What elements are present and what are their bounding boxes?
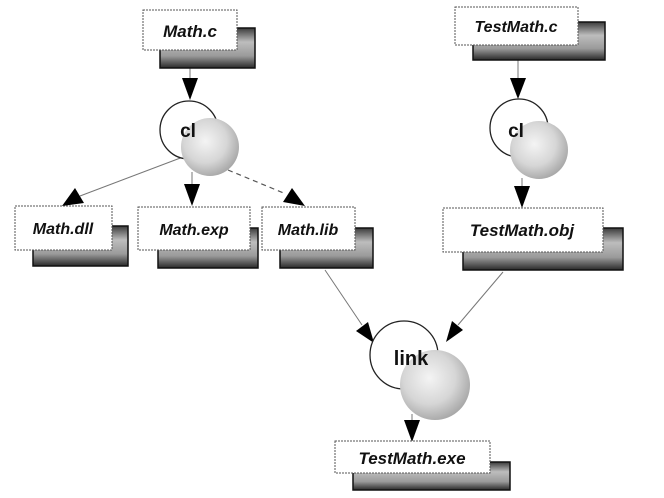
- file-node-testmath-obj: TestMath.obj: [442, 207, 624, 271]
- node-box: [334, 440, 491, 474]
- node-label-math-exp: Math.exp: [159, 222, 229, 239]
- node-box: [442, 207, 604, 253]
- arrowhead: [184, 184, 200, 206]
- process-node-link: link: [369, 320, 470, 420]
- arrowhead: [283, 188, 305, 206]
- edge-testmathobj-to-link: [457, 271, 504, 326]
- file-node-testmath-c: TestMath.c: [454, 6, 606, 61]
- arrowhead: [356, 322, 374, 343]
- process-node-cl-right: cl: [489, 98, 568, 179]
- process-sphere: [181, 118, 239, 176]
- edge-cl-to-mathlib: [227, 169, 287, 195]
- node-label-math-dll: Math.dll: [33, 221, 94, 238]
- arrowhead: [510, 78, 526, 99]
- node-label-testmath-c: TestMath.c: [475, 19, 558, 36]
- arrowhead: [514, 186, 530, 208]
- edge-cl-to-mathdll: [79, 156, 184, 197]
- arrowhead: [182, 78, 198, 100]
- node-label-testmath-obj: TestMath.obj: [470, 221, 575, 240]
- edges: [62, 60, 530, 442]
- process-sphere: [510, 121, 568, 179]
- file-node-math-exp: Math.exp: [137, 206, 259, 269]
- node-box: [261, 206, 356, 251]
- arrowhead: [62, 188, 84, 206]
- file-node-math-lib: Math.lib: [261, 206, 374, 269]
- process-label-link: link: [394, 348, 429, 370]
- file-node-math-c: Math.c: [142, 9, 256, 69]
- node-box: [137, 206, 251, 251]
- file-node-testmath-exe: TestMath.exe: [334, 440, 511, 491]
- node-box: [454, 6, 579, 46]
- process-node-cl-left: cl: [159, 100, 239, 176]
- arrowhead: [404, 420, 420, 442]
- node-label-math-lib: Math.lib: [278, 222, 339, 239]
- node-label-testmath-exe: TestMath.exe: [358, 449, 465, 468]
- node-box: [14, 205, 113, 251]
- process-label-cl-right: cl: [508, 121, 524, 142]
- process-label-cl-left: cl: [180, 121, 196, 142]
- file-node-math-dll: Math.dll: [14, 205, 129, 267]
- arrowhead: [446, 321, 463, 342]
- node-box: [142, 9, 238, 51]
- edge-mathlib-to-link: [324, 269, 363, 326]
- node-label-math-c: Math.c: [163, 22, 217, 41]
- process-sphere: [400, 350, 470, 420]
